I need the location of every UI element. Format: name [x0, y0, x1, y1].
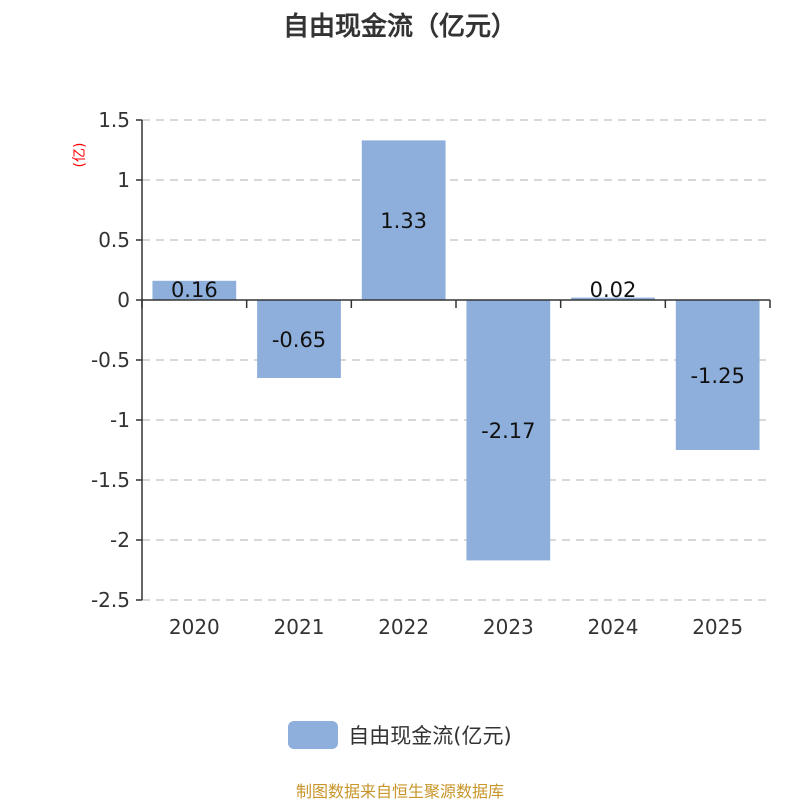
legend-swatch: [288, 721, 339, 749]
y-tick-label: -0.5: [91, 348, 130, 372]
bar-2025: [675, 300, 760, 450]
legend-label: 自由现金流(亿元): [348, 724, 512, 748]
bar-2022: [361, 140, 446, 300]
y-tick-label: 0.5: [98, 228, 130, 252]
legend[interactable]: 自由现金流(亿元): [0, 720, 800, 750]
y-tick-label: -2.5: [91, 588, 130, 612]
bar-2020: [152, 280, 237, 300]
y-tick-label: 1.5: [98, 108, 130, 132]
y-tick-label: -2: [110, 528, 130, 552]
data-label: 0.02: [590, 278, 637, 302]
data-label: 1.33: [380, 209, 427, 233]
chart-title: 自由现金流（亿元）: [282, 12, 517, 42]
y-axis-label: (亿): [72, 143, 88, 168]
x-tick-label: 2022: [378, 615, 429, 639]
data-label: 0.16: [171, 278, 218, 302]
bar-2024: [571, 297, 655, 300]
x-tick-label: 2025: [692, 615, 743, 639]
x-tick-label: 2024: [588, 615, 639, 639]
bar-2021: [257, 300, 341, 378]
data-label: -1.25: [690, 364, 744, 388]
data-label: -2.17: [481, 419, 535, 443]
y-tick-label: -1: [110, 408, 130, 432]
source-note: 制图数据来自恒生聚源数据库: [295, 782, 504, 801]
x-tick-label: 2020: [169, 615, 220, 639]
y-tick-label: 1: [117, 168, 130, 192]
x-tick-label: 2021: [274, 615, 325, 639]
bar-2023: [466, 300, 551, 561]
data-label: -0.65: [272, 328, 326, 352]
y-tick-label: 0: [117, 288, 130, 312]
x-tick-label: 2023: [483, 615, 534, 639]
y-tick-label: -1.5: [91, 468, 130, 492]
